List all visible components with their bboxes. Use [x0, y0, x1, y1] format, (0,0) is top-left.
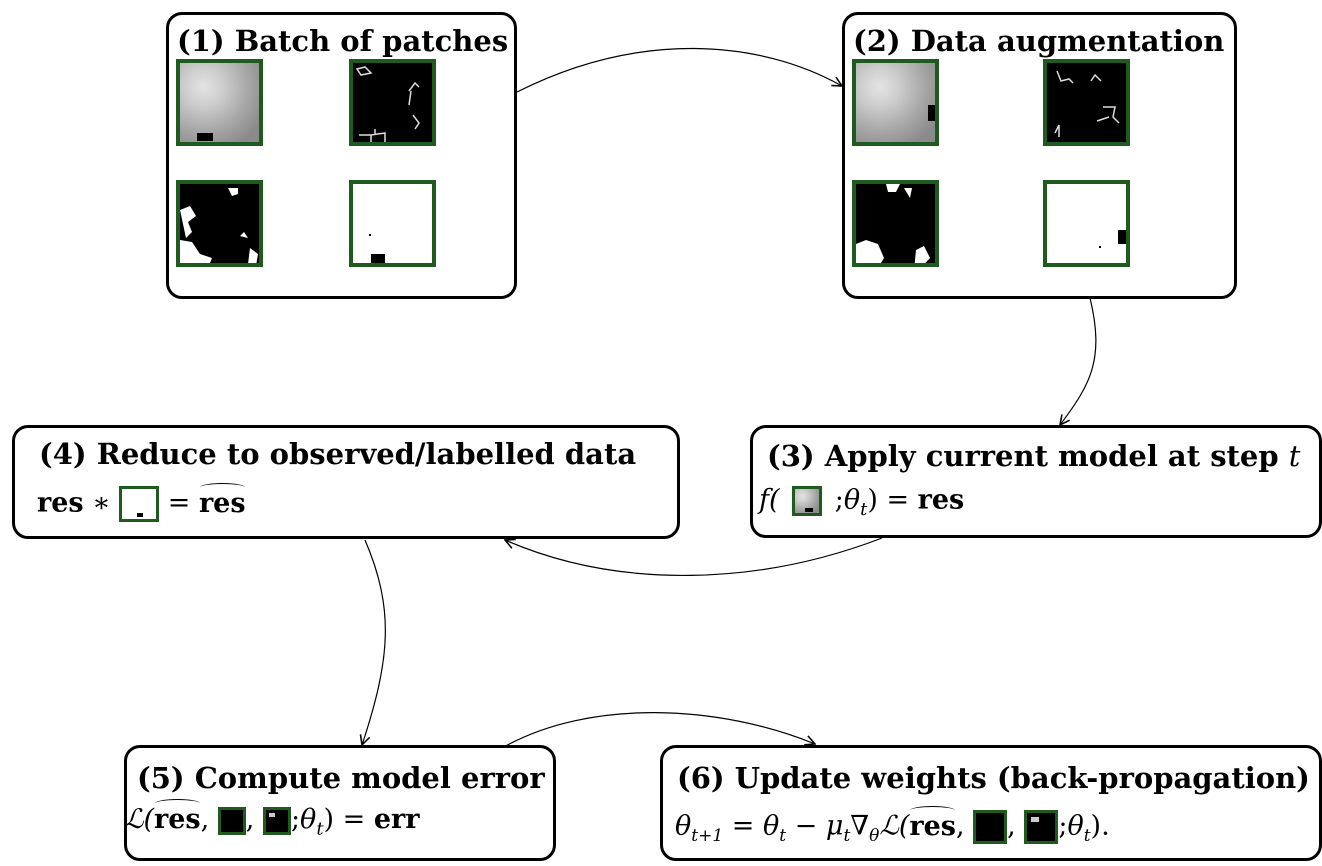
inline-patch-lines-mask: [217, 806, 246, 835]
patch-lines-mask: [349, 59, 436, 146]
step-5-title: (5) Compute model error: [137, 761, 545, 795]
step-2-box: (2) Data augmentation: [842, 12, 1237, 299]
arrow-2-to-3: [1060, 297, 1097, 425]
inline-patch-observed-mask: [119, 486, 160, 522]
step-4-box: (4) Reduce to observed/labelled data res…: [12, 425, 680, 539]
augmented-patch-observed-mask: [1043, 180, 1130, 267]
step-5-box: (5) Compute model error ℒ(res, , ;θt) = …: [124, 745, 556, 861]
patch-blob-mask: [176, 180, 263, 267]
augmented-patch-grayscale: [852, 59, 939, 146]
arrow-5-to-6: [501, 712, 815, 749]
step-6-equation: θt+1 = θt − μt∇θℒ(res, , ;θt).: [675, 805, 1110, 846]
patch-grayscale: [176, 59, 263, 146]
patch-observed-mask: [349, 180, 436, 267]
step-1-title: (1) Batch of patches: [177, 24, 509, 58]
arrow-1-to-2: [516, 47, 842, 93]
step-1-box: (1) Batch of patches: [166, 12, 517, 299]
step-6-title: (6) Update weights (back-propagation): [677, 761, 1310, 795]
inline-patch-lines-mask: [973, 810, 1008, 844]
inline-patch-blob-mask: [1024, 810, 1059, 844]
step-4-title: (4) Reduce to observed/labelled data: [39, 437, 637, 471]
arrow-3-to-4: [505, 537, 883, 576]
step-3-equation: f( ;θt) = res: [759, 484, 965, 520]
inline-patch-grayscale: [792, 486, 823, 516]
arrow-4-to-5: [362, 539, 386, 745]
step-3-title: (3) Apply current model at step t: [767, 439, 1301, 473]
step-3-box: (3) Apply current model at step t f( ;θt…: [750, 425, 1322, 538]
augmented-patch-lines-mask: [1043, 59, 1130, 146]
inline-patch-blob-mask: [262, 806, 291, 835]
augmented-patch-blob-mask: [852, 180, 939, 267]
step-4-equation: res ∗ = res: [37, 482, 246, 522]
step-2-title: (2) Data augmentation: [853, 24, 1225, 58]
step-5-equation: ℒ(res, , ;θt) = err: [124, 799, 420, 840]
step-6-box: (6) Update weights (back-propagation) θt…: [660, 745, 1322, 861]
